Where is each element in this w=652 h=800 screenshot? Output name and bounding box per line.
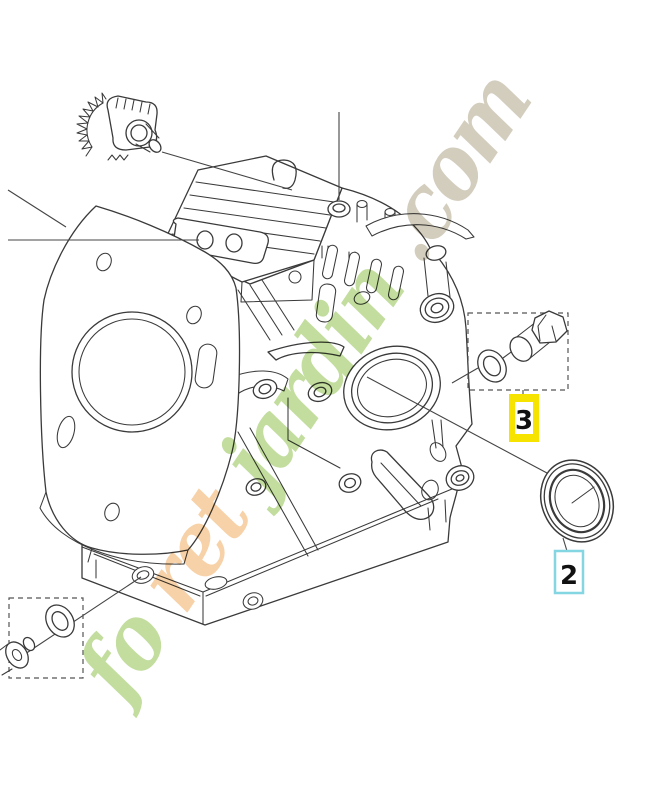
kit-box-bottom-left [8, 597, 84, 679]
bearing-boss [419, 245, 455, 324]
leader-boss-to-plug-kit [451, 367, 479, 384]
head-hook-tab [271, 159, 297, 189]
cylinder-bore [71, 311, 193, 433]
watermark-seg-com: .com [351, 53, 550, 279]
engine-block-drawing [39, 155, 475, 626]
face-bolt-bosses [245, 378, 475, 496]
camshaft-assembly [76, 92, 162, 161]
leader-camshaft [161, 151, 293, 191]
drain-plug-3 [509, 310, 568, 362]
part-2-oil-seal [539, 459, 615, 543]
cam-journal-tip [148, 139, 162, 153]
leader-opening-to-seal [366, 376, 548, 474]
crankcase-window [370, 419, 447, 520]
cylinder-flange [39, 205, 241, 565]
part-3-plug-kit [467, 310, 569, 391]
label3-number[interactable]: 3 [515, 406, 533, 436]
shroud-lip [365, 213, 475, 240]
kit-box-3 [467, 312, 569, 391]
leader-lines [7, 112, 568, 661]
mounting-base [81, 488, 453, 625]
cylinder-fins [237, 279, 295, 341]
cooling-slots [288, 244, 405, 323]
gasket-edges [39, 491, 189, 565]
oil-filler-boss [327, 200, 351, 218]
label3-inner-box [515, 402, 533, 434]
leader-seal-to-label2 [562, 537, 568, 552]
gear-teeth [76, 92, 107, 157]
label2-box[interactable] [553, 549, 585, 595]
bottom-left-plug-kit [0, 597, 84, 679]
label2-number[interactable]: 2 [560, 561, 578, 591]
bottom-left-plug [0, 636, 36, 676]
callout-label-2[interactable]: 2 [553, 549, 585, 595]
watermark-seg-fo: fo [53, 591, 188, 722]
leader-bottom-left-plug [15, 576, 142, 661]
crankshaft-opening [343, 345, 441, 431]
callout-label-3[interactable]: 3 [509, 394, 539, 442]
leader-top-left-diagonal [7, 189, 67, 228]
